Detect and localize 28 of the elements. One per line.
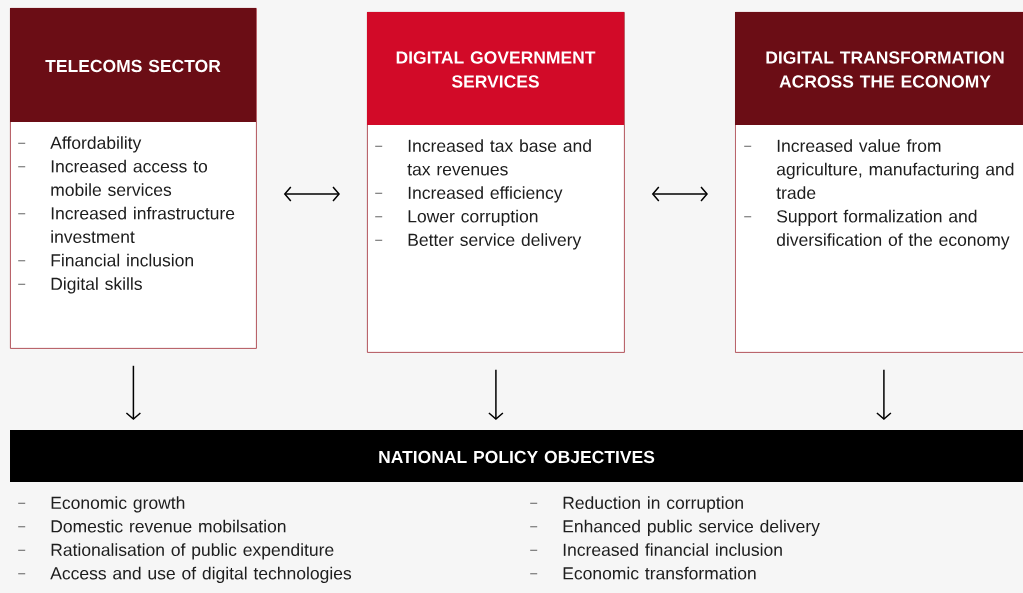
arrow [125,365,142,420]
list-item: Support formalization and diversification of the economy [743,209,1010,250]
list-item: Increased tax base and tax revenues [374,139,591,176]
list-item: Increased efficiency [374,186,563,203]
list-item: Increased infrastructure investment [17,206,235,244]
list-item: Lower corruption [374,209,538,226]
list-item: Enhanced public service delivery [529,519,820,536]
list-item: Increased value from agriculture, manufacturing and trade [743,139,1014,200]
arrow [651,186,708,202]
card-header: NATIONAL POLICY OBJECTIVES [10,430,1023,482]
list-item: Increased financial inclusion [529,543,782,557]
list-item: Economic growth [17,496,185,513]
arrow [488,369,504,420]
list-item: Reduction in corruption [529,496,743,513]
arrow [876,369,892,420]
list-item: Economic transformation [529,566,756,580]
list-item: Access and use of digital technologies [17,566,352,583]
list-item: Affordability [17,136,142,153]
list-item: Domestic revenue mobilsation [17,519,286,533]
arrow [283,186,340,202]
card-header: DIGITAL TRANSFORMATION ACROSS THE ECONOMY [735,12,1023,125]
list-item: Rationalisation of public expenditure [17,543,334,560]
card-header: TELECOMS SECTOR [10,8,256,122]
card-header: DIGITAL GOVERNMENT SERVICES [367,12,624,125]
list-item: Increased access to mobile services [17,159,208,197]
list-item: Better service delivery [374,233,582,250]
list-item: Digital skills [17,277,142,294]
list-item: Financial inclusion [17,253,193,267]
